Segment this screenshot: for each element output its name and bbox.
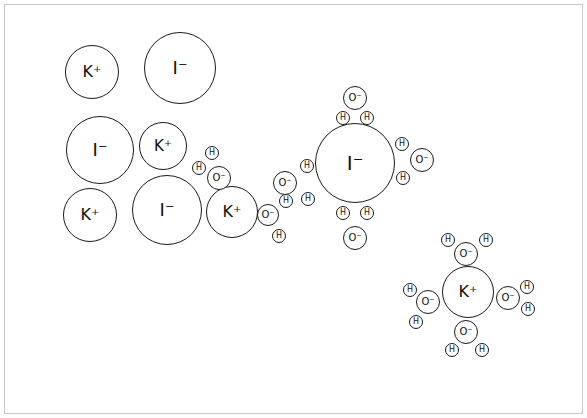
atom-circle: H [301, 192, 315, 206]
ion-label: K⁺ [223, 204, 242, 220]
atom-circle: H [409, 315, 423, 329]
atom-circle: H [396, 171, 410, 185]
ion-label: K⁺ [154, 139, 172, 154]
ion-circle: I⁻ [144, 32, 216, 104]
ion-label: K⁺ [83, 64, 102, 80]
atom-circle: O⁻ [454, 320, 478, 344]
atom-label: H [209, 149, 215, 157]
atom-circle: O⁻ [207, 166, 231, 190]
atom-circle: O⁻ [273, 171, 297, 195]
atom-circle: H [475, 343, 489, 357]
atom-label: O⁻ [501, 293, 514, 303]
atom-circle: O⁻ [410, 148, 434, 172]
atom-circle: O⁻ [257, 204, 279, 226]
atom-circle: H [336, 111, 350, 125]
atom-label: H [305, 195, 311, 203]
atom-label: H [479, 346, 485, 354]
atom-circle: H [192, 161, 206, 175]
atom-label: O⁻ [459, 249, 472, 259]
atom-label: O⁻ [421, 297, 434, 307]
atom-label: O⁻ [348, 233, 361, 243]
atom-label: H [364, 114, 370, 122]
ion-circle: I⁻ [66, 116, 134, 184]
atom-label: O⁻ [278, 178, 291, 188]
atom-circle: O⁻ [454, 242, 478, 266]
atom-circle: H [441, 233, 455, 247]
atom-label: H [413, 318, 419, 326]
atom-circle: H [272, 229, 286, 243]
ion-label: I⁻ [347, 153, 363, 173]
atom-circle: H [521, 302, 535, 316]
atom-circle: H [336, 206, 350, 220]
ion-label: I⁻ [93, 141, 108, 159]
ion-circle: I⁻ [315, 123, 395, 203]
atom-label: O⁻ [212, 173, 225, 183]
ion-label: I⁻ [160, 201, 175, 219]
atom-label: H [449, 346, 455, 354]
atom-circle: H [360, 111, 374, 125]
atom-label: H [445, 236, 451, 244]
atom-label: H [304, 162, 310, 170]
ion-label: K⁺ [459, 284, 478, 300]
atom-circle: H [445, 343, 459, 357]
atom-label: H [196, 164, 202, 172]
ion-circle: K⁺ [63, 188, 117, 242]
atom-label: H [283, 197, 289, 205]
ion-label: I⁻ [173, 59, 188, 77]
atom-circle: H [360, 206, 374, 220]
atom-label: O⁻ [415, 155, 428, 165]
ion-circle: I⁻ [132, 175, 202, 245]
frame-border [5, 5, 583, 414]
atom-label: O⁻ [261, 210, 274, 220]
atom-label: H [524, 283, 530, 291]
ion-circle: K⁺ [206, 186, 258, 238]
atom-label: H [340, 209, 346, 217]
atom-label: O⁻ [459, 327, 472, 337]
ion-circle: K⁺ [442, 266, 494, 318]
atom-circle: H [205, 146, 219, 160]
atom-circle: H [479, 233, 493, 247]
atom-label: H [400, 174, 406, 182]
atom-label: H [364, 209, 370, 217]
ion-label: K⁺ [81, 207, 100, 223]
ion-circle: K⁺ [65, 45, 119, 99]
atom-label: H [399, 140, 405, 148]
atom-circle: O⁻ [496, 286, 520, 310]
atom-label: H [407, 286, 413, 294]
atom-label: H [525, 305, 531, 313]
atom-circle: O⁻ [343, 86, 367, 110]
atom-label: O⁻ [348, 93, 361, 103]
atom-label: H [340, 114, 346, 122]
atom-circle: O⁻ [416, 290, 440, 314]
atom-circle: O⁻ [343, 226, 367, 250]
atom-circle: H [395, 137, 409, 151]
atom-circle: H [279, 194, 293, 208]
atom-circle: H [520, 280, 534, 294]
atom-circle: H [300, 159, 314, 173]
ion-circle: K⁺ [139, 122, 187, 170]
atom-label: H [276, 232, 282, 240]
atom-label: H [483, 236, 489, 244]
atom-circle: H [403, 283, 417, 297]
